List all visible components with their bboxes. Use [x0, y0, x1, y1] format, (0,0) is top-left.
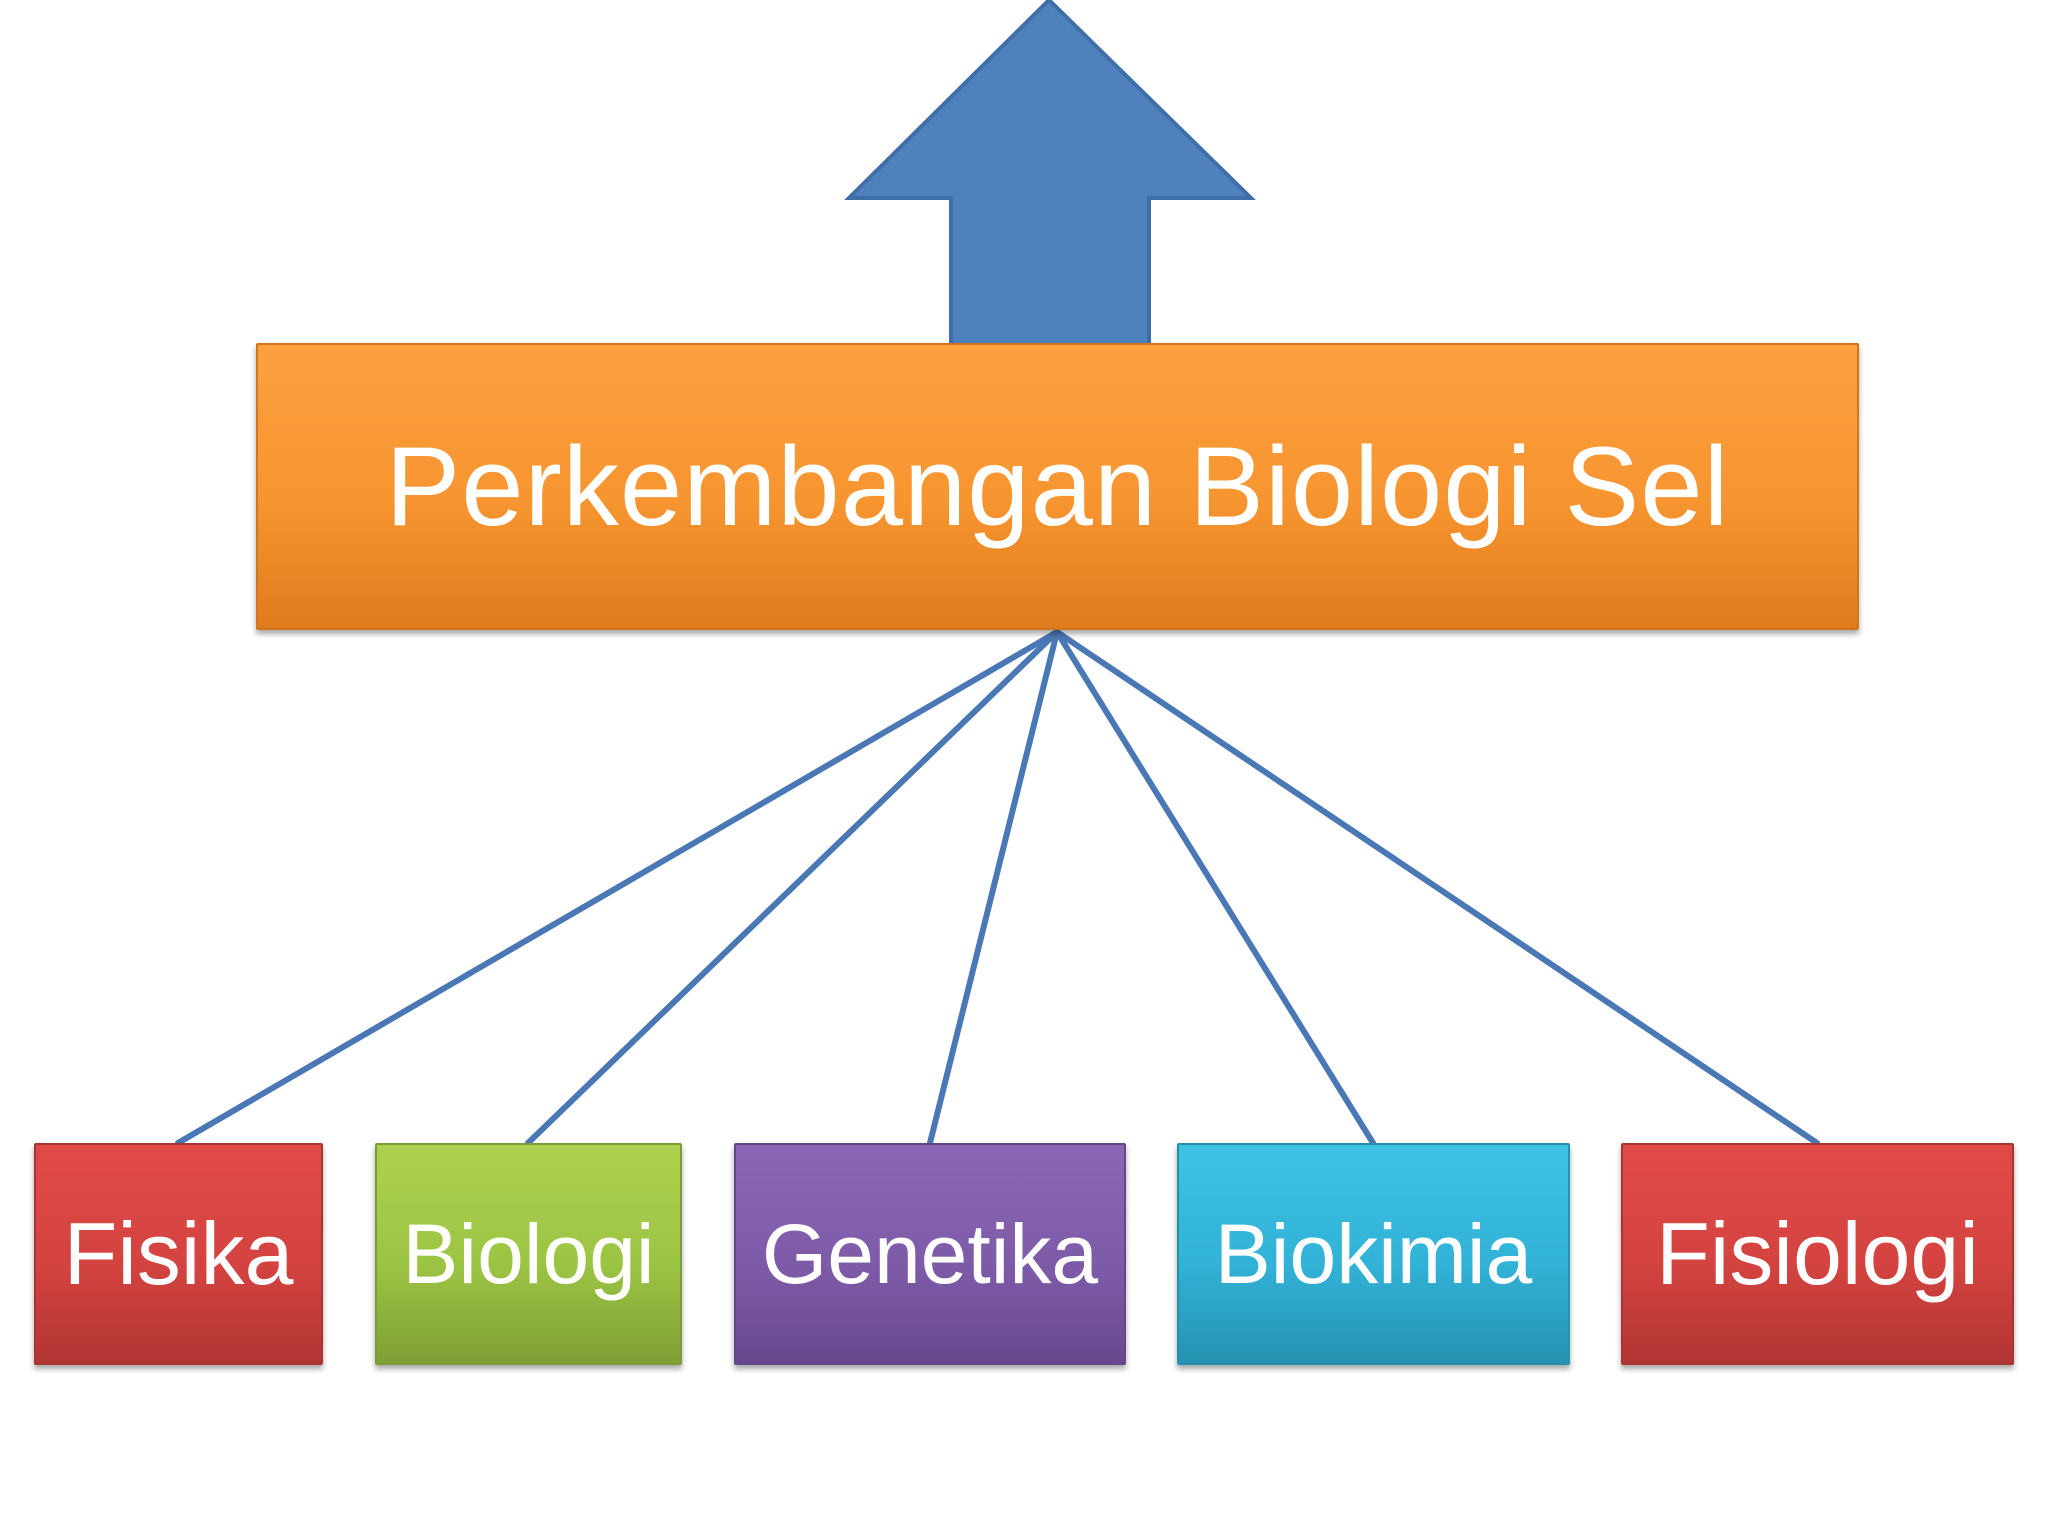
child-node-fisiologi: Fisiologi — [1621, 1143, 2014, 1365]
connector-line-genetika — [927, 629, 1060, 1146]
connector-line-fisiologi — [1054, 629, 1820, 1146]
child-node-label: Fisiologi — [1656, 1204, 1979, 1303]
child-node-label: Fisika — [63, 1204, 294, 1303]
connector-line-fisika — [175, 629, 1060, 1146]
connector-line-biokimia — [1054, 629, 1376, 1146]
root-node-box: Perkembangan Biologi Sel — [256, 343, 1859, 630]
connector-line-biologi — [525, 629, 1060, 1146]
child-node-genetika: Genetika — [734, 1143, 1126, 1365]
root-node-label: Perkembangan Biologi Sel — [385, 424, 1730, 549]
child-node-biokimia: Biokimia — [1177, 1143, 1570, 1365]
up-arrow-icon — [844, 0, 1256, 347]
child-node-label: Genetika — [761, 1206, 1099, 1301]
child-node-label: Biologi — [402, 1206, 655, 1301]
child-node-label: Biokimia — [1214, 1206, 1533, 1301]
child-node-biologi: Biologi — [375, 1143, 682, 1365]
child-node-fisika: Fisika — [34, 1143, 323, 1365]
